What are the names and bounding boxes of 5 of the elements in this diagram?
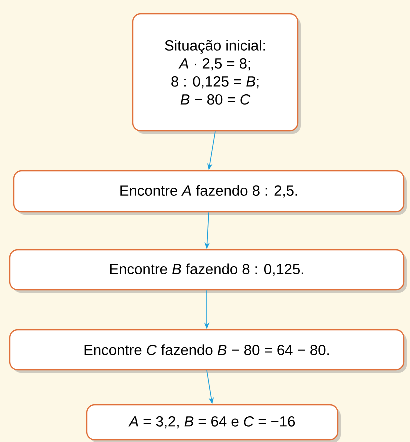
- result-box: A = 3,2, B = 64 e C = −16: [86, 404, 341, 442]
- step-box: Encontre B fazendo 8 : 0,125.: [9, 249, 407, 293]
- step-box: Encontre C fazendo B − 80 = 64 − 80.: [9, 329, 407, 373]
- start-box: Situação inicial: A · 2,5 = 8; 8 : 0,125 = B; B − 80 = C: [132, 13, 301, 134]
- step-box: Encontre A fazendo 8 : 2,5.: [13, 170, 407, 215]
